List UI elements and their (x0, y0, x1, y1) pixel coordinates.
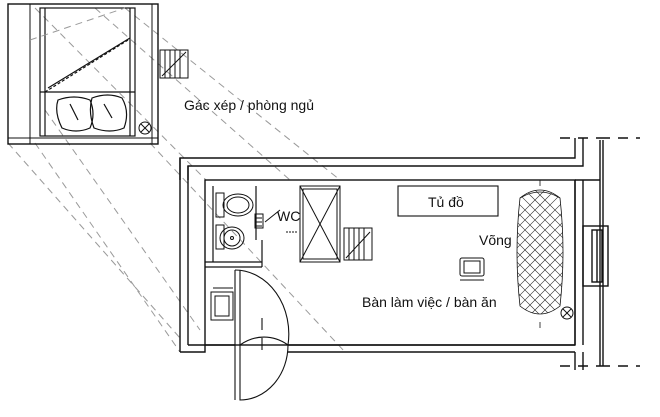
storage-column-icon (299, 185, 341, 263)
wardrobe-box (397, 185, 499, 217)
bed-icon (39, 7, 136, 137)
toilet-icon (215, 192, 254, 218)
projection-lines (7, 7, 346, 353)
exterior-walls (179, 138, 600, 370)
loft-label: Gác xép / phòng ngủ (184, 97, 314, 113)
loft-inset (7, 3, 189, 145)
wardrobe-label: Tủ đồ (428, 194, 464, 210)
hammock-icon (516, 180, 564, 328)
right-facade (560, 137, 640, 367)
loft-ladder-icon (159, 49, 189, 79)
floor-lamp-icon (560, 306, 574, 320)
wc-vent-icon (254, 209, 298, 233)
chair-icon (459, 257, 485, 281)
washing-machine-icon (210, 287, 234, 321)
sink-icon (215, 224, 245, 250)
main-plan (179, 137, 640, 401)
wc-label: WC (277, 208, 300, 224)
lamp-icon (138, 121, 152, 135)
stair-ladder-icon (343, 227, 373, 261)
desk-label: Bàn làm việc / bàn ăn (362, 294, 497, 310)
entry-door-icon (234, 269, 290, 401)
hammock-label: Võng (479, 232, 512, 248)
partitions (205, 186, 263, 268)
